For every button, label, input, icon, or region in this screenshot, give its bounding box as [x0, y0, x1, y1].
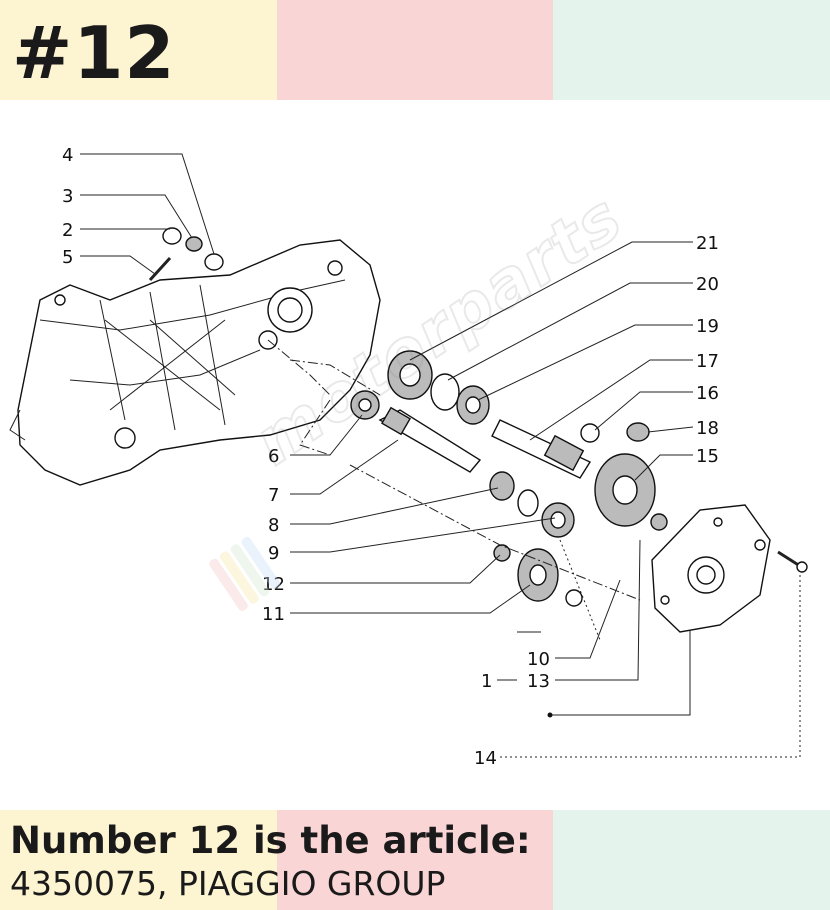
callout-5: 5	[62, 247, 73, 268]
callout-6: 6	[268, 446, 279, 467]
transmission-cover	[651, 504, 808, 633]
caption-heading: Number 12 is the article:	[10, 819, 531, 862]
callout-19: 19	[696, 316, 719, 337]
exploded-parts-diagram: 4 3 2 5 21 20 19 17 16 18 15 6 7 8 9 12 …	[9, 145, 808, 769]
callout-9: 9	[268, 543, 279, 564]
main-shaft-gear	[491, 419, 656, 527]
callout-3: 3	[62, 186, 73, 207]
callout-13: 13	[527, 671, 550, 692]
callout-12: 12	[262, 574, 285, 595]
crankcase-housing	[9, 239, 381, 486]
callout-16: 16	[696, 383, 719, 404]
callout-21: 21	[696, 233, 719, 254]
callout-17: 17	[696, 351, 719, 372]
small-parts-group	[148, 227, 224, 282]
callout-20: 20	[696, 274, 719, 295]
band-pink	[277, 0, 553, 100]
band-yellow	[0, 810, 277, 910]
top-color-band	[0, 0, 830, 100]
leader-lines	[80, 153, 801, 758]
article-caption: Number 12 is the article: 4350075, PIAGG…	[10, 818, 531, 904]
callout-8: 8	[268, 515, 279, 536]
callout-7: 7	[268, 485, 279, 506]
band-pink	[277, 810, 553, 910]
callout-15: 15	[696, 446, 719, 467]
band-green	[553, 0, 830, 100]
page-title: #12	[12, 11, 176, 95]
cover-anchor-dot	[547, 712, 553, 718]
band-green	[553, 810, 830, 910]
band-yellow	[0, 0, 277, 100]
callout-labels: 4 3 2 5 21 20 19 17 16 18 15 6 7 8 9 12 …	[62, 145, 719, 769]
callout-2: 2	[62, 220, 73, 241]
callout-18: 18	[696, 418, 719, 439]
callout-1: 1	[481, 671, 492, 692]
lower-gear-parts	[489, 471, 668, 607]
callout-4: 4	[62, 145, 73, 166]
secondary-shaft-assembly	[350, 350, 490, 473]
bottom-color-band	[0, 810, 830, 910]
assembly-axes	[267, 339, 641, 641]
callout-14: 14	[474, 748, 497, 769]
caption-article: 4350075, PIAGGIO GROUP	[10, 864, 446, 903]
callout-10: 10	[527, 649, 550, 670]
callout-11: 11	[262, 604, 285, 625]
